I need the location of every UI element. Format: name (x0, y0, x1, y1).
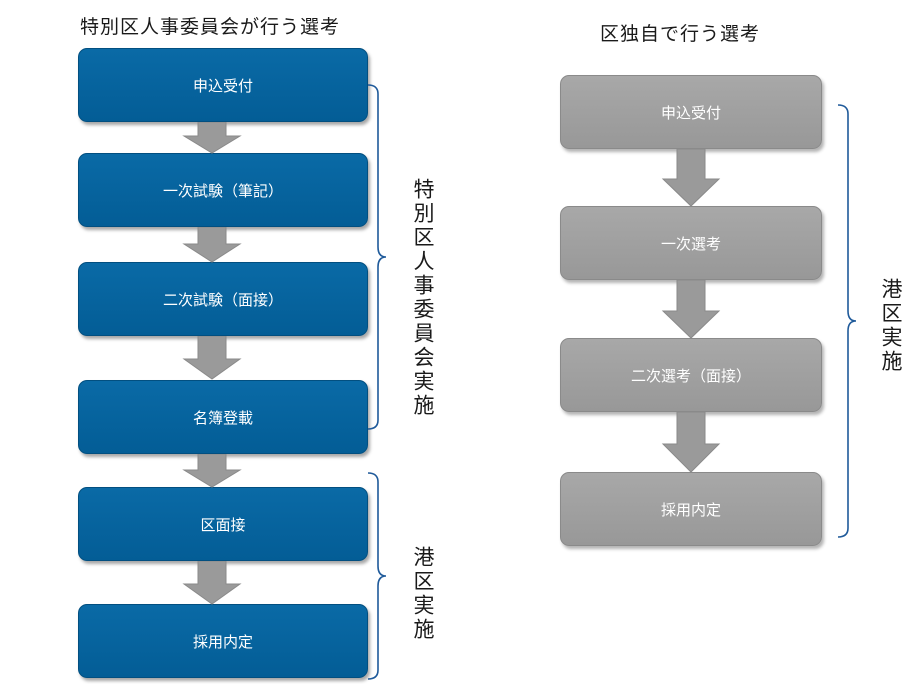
brace-label-committee: 特別区人事委員会実施 (411, 178, 435, 418)
brace-label-minato-left: 港区実施 (411, 546, 435, 642)
right-step-second-selection: 二次選考（面接） (560, 338, 822, 412)
right-brace-icon (367, 84, 387, 430)
down-arrow-icon (182, 561, 242, 605)
right-title: 区独自で行う選考 (600, 23, 761, 45)
left-title: 特別区人事委員会が行う選考 (80, 16, 341, 38)
left-step-application: 申込受付 (78, 48, 368, 122)
down-arrow-icon (661, 412, 721, 473)
right-brace-icon (367, 472, 387, 680)
down-arrow-icon (661, 280, 721, 339)
brace-label-minato-right: 港区実施 (879, 278, 903, 374)
down-arrow-icon (182, 454, 242, 488)
left-step-ward-interview: 区面接 (78, 487, 368, 561)
down-arrow-icon (182, 227, 242, 263)
right-step-offer: 採用内定 (560, 472, 822, 546)
left-step-first-exam: 一次試験（筆記） (78, 153, 368, 227)
left-step-offer: 採用内定 (78, 604, 368, 678)
down-arrow-icon (182, 122, 242, 154)
down-arrow-icon (182, 336, 242, 380)
right-brace-icon (837, 104, 857, 538)
right-step-first-selection: 一次選考 (560, 206, 822, 280)
left-step-register: 名簿登載 (78, 380, 368, 454)
down-arrow-icon (661, 149, 721, 207)
left-step-second-exam: 二次試験（面接） (78, 262, 368, 336)
right-step-application: 申込受付 (560, 75, 822, 149)
